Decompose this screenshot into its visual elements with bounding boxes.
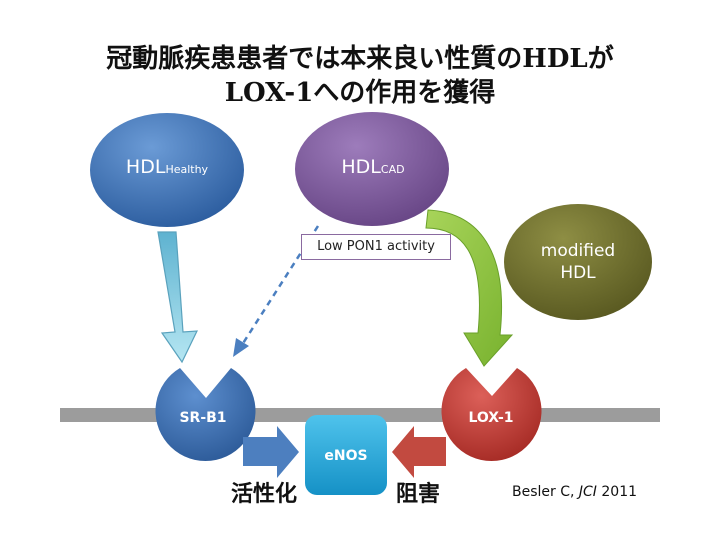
hdl-cad-label: HDLCAD [298,156,448,178]
activation-arrow [243,426,299,478]
lox1-label: LOX-1 [468,410,514,426]
lox1-receptor-shape [441,368,542,462]
modified-hdl-line-2: HDL [560,263,596,283]
hdl-cad-main: HDL [341,156,381,178]
slide-title-line-2: LOX-1への作用を獲得 [224,78,496,108]
hdl-healthy-label: HDLHealthy [92,156,242,178]
low-pon1-activity-box: Low PON1 activity [301,234,451,260]
citation-year: 2011 [596,484,638,500]
hdl-healthy-subscript: Healthy [165,163,209,176]
cad-to-lox1-curved-arrow [425,209,514,367]
hdl-cad-subscript: CAD [380,163,405,176]
hdl-healthy-main: HDL [125,156,166,178]
citation: Besler C, JCI 2011 [512,484,637,500]
srb1-receptor-shape [155,368,256,462]
citation-author: Besler C, [512,484,579,500]
activation-label: 活性化 [231,481,298,507]
citation-journal: JCI [578,484,597,500]
modified-hdl-sphere [504,204,652,320]
hdl-healthy-sphere [90,113,244,227]
slide-title-line-1: 冠動脈疾患患者では本来良い性質のHDLが [106,44,614,74]
dashed-arrow-head [233,338,249,357]
inhibition-arrow [392,426,446,478]
hdl-cad-sphere [295,112,449,226]
inhibition-label: 阻害 [396,481,441,507]
modified-hdl-line-1: modified [540,241,616,261]
srb1-label: SR-B1 [179,410,227,426]
healthy-to-srb1-arrow [157,231,198,364]
enos-box [305,415,387,495]
enos-label: eNOS [324,448,368,464]
